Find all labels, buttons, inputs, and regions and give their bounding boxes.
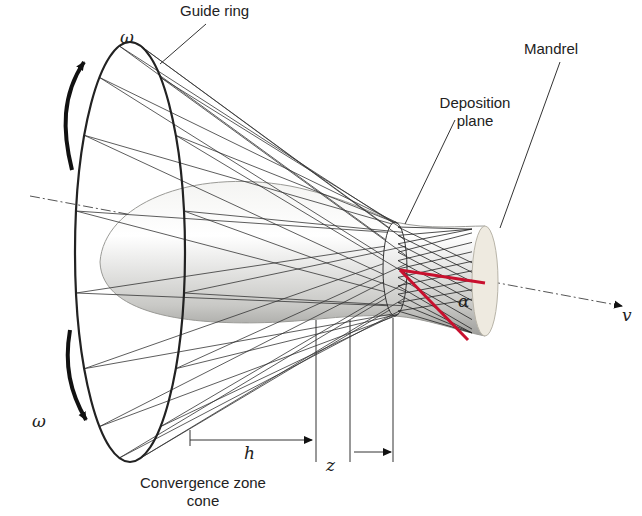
part-label: Convergence zone cone	[138, 474, 268, 510]
yarn-line	[161, 77, 407, 256]
yarn-line	[398, 227, 472, 229]
leader-line	[405, 120, 455, 224]
yarn-line	[76, 293, 387, 306]
symbol-label: z	[326, 456, 335, 474]
yarn-line	[398, 229, 472, 235]
yarn-line	[141, 46, 405, 240]
rotation-arrow	[68, 330, 86, 420]
yarn-line	[119, 46, 401, 228]
yarn-line	[161, 282, 407, 427]
yarn-line	[398, 229, 472, 244]
part-label: Deposition plane	[430, 94, 520, 130]
leader-line	[500, 62, 560, 228]
part-label: Guide ring	[180, 2, 249, 20]
yarn-line	[84, 135, 383, 274]
symbol-label: ω	[120, 28, 134, 46]
yarn-line	[398, 233, 472, 252]
yarn-line	[184, 246, 406, 293]
yarn-line	[184, 211, 403, 232]
guide-ring	[75, 42, 185, 462]
yarn-line	[398, 235, 472, 272]
yarn-line	[398, 311, 472, 333]
leader-line	[160, 24, 206, 64]
yarn-line	[176, 264, 407, 369]
symbol-label: v	[622, 306, 632, 324]
mandrel-body	[100, 181, 485, 336]
angle-line	[400, 270, 468, 340]
rotation-arrow	[66, 62, 84, 170]
symbol-label: ω	[32, 412, 46, 430]
symbol-label: h	[244, 444, 255, 462]
yarn-line	[398, 252, 472, 269]
yarn-line	[176, 135, 399, 224]
yarn-line	[141, 298, 405, 458]
yarn-line	[99, 77, 383, 256]
dimension-lines	[190, 318, 393, 462]
yarn-line	[119, 310, 401, 458]
yarn-line	[99, 77, 396, 222]
yarn-line	[76, 211, 384, 292]
yarn-lines	[76, 46, 407, 458]
yarn-line	[84, 314, 391, 369]
deposition-plane-ring	[383, 222, 407, 316]
part-label: Mandrel	[524, 40, 578, 58]
yarn-line	[99, 316, 396, 427]
yarn-line	[398, 242, 472, 260]
yarn-line	[398, 227, 472, 263]
symbol-label: α	[458, 292, 469, 310]
